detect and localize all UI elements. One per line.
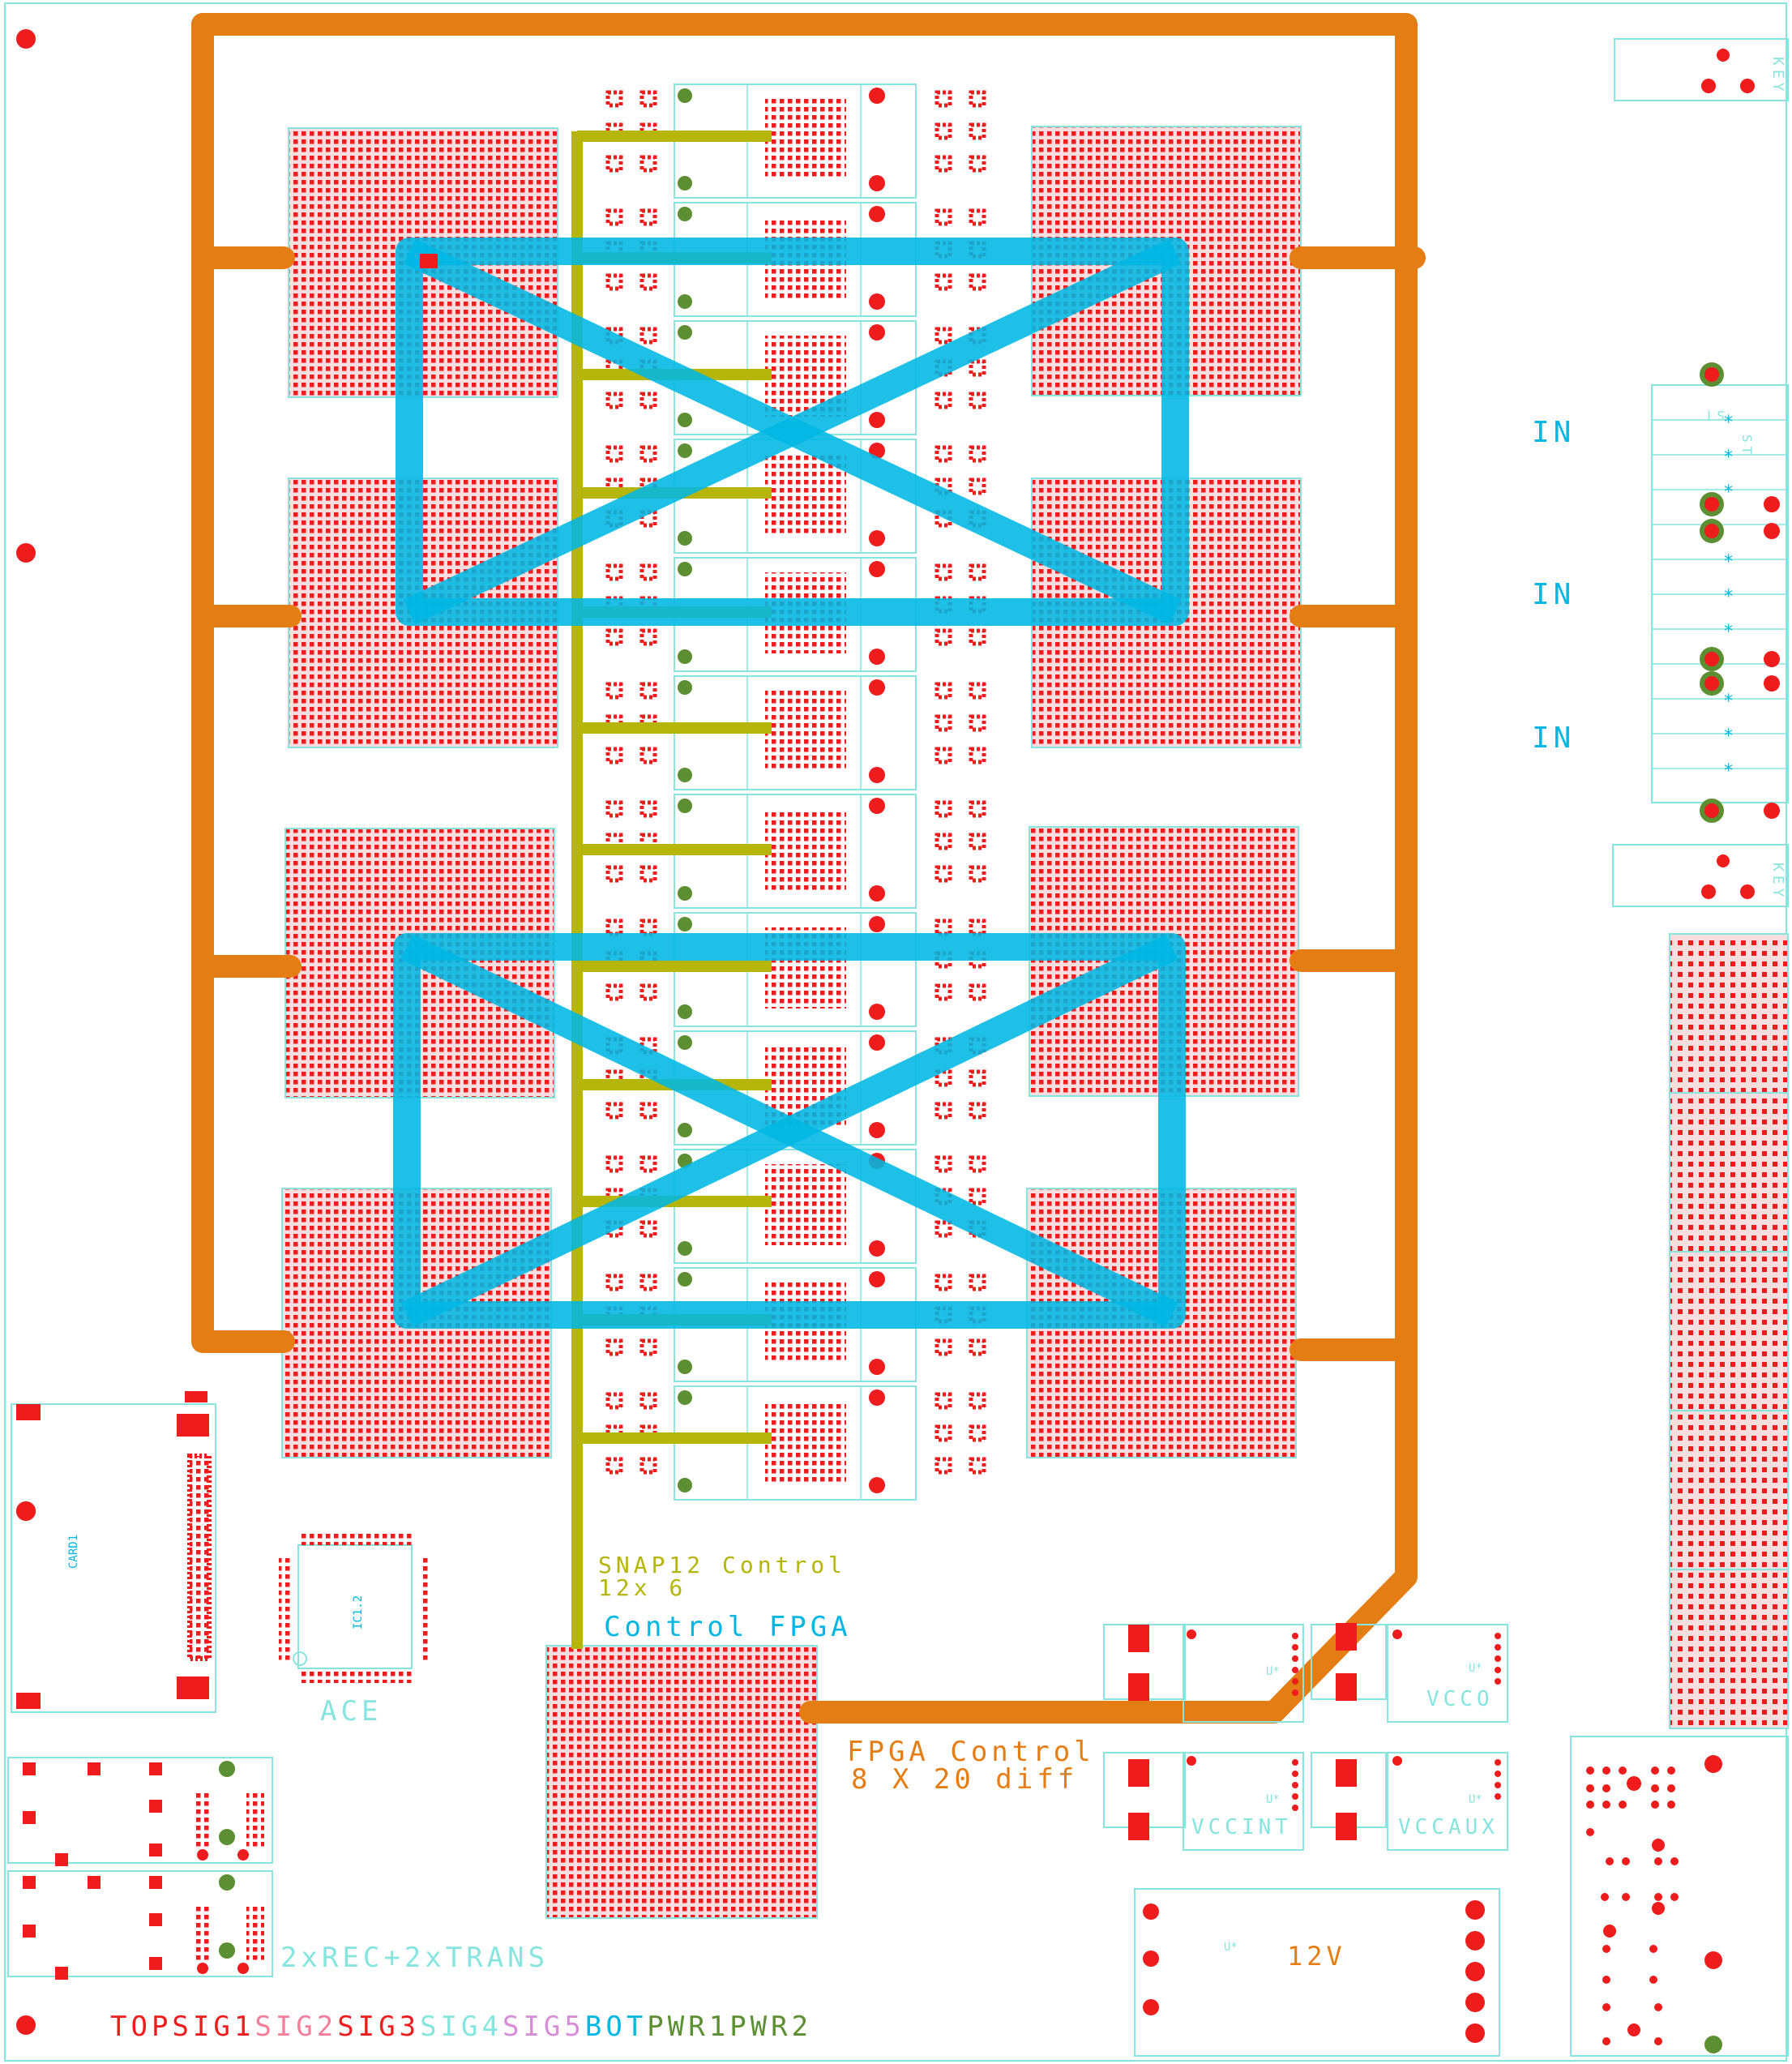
svg-text:*: * xyxy=(1723,552,1734,572)
svg-text:*: * xyxy=(1723,622,1734,642)
jtag-header-area xyxy=(1570,1736,1789,2057)
regulator-vcco-1: U* xyxy=(1103,1624,1304,1723)
svg-text:U*: U* xyxy=(1469,1662,1482,1675)
svg-text:CARD1: CARD1 xyxy=(67,1535,80,1569)
st-label-1: ST xyxy=(1701,408,1725,423)
layer-sig4: SIG4 xyxy=(420,2010,503,2043)
regulator-vccint: U* VCCINT xyxy=(1103,1752,1304,1851)
in-label-3: IN xyxy=(1532,722,1575,755)
regulator-vcco-2: U* VCCO xyxy=(1311,1623,1508,1723)
layer-sig1: SIG1 xyxy=(172,2010,254,2043)
fpga-bga-fields xyxy=(281,126,1302,1458)
snap12-module-column xyxy=(605,84,986,1501)
rec-trans-modules xyxy=(7,1757,273,1980)
vcco-label: VCCO xyxy=(1426,1687,1494,1711)
in-label-1: IN xyxy=(1532,416,1575,449)
layer-sig5: SIG5 xyxy=(503,2010,585,2043)
layer-pwr1: PWR1 xyxy=(647,2010,729,2043)
regulator-12v: U* 12V xyxy=(1134,1888,1500,2057)
snap12-control-label: SNAP12 Control xyxy=(598,1552,846,1578)
voltage-regulators: U* U* VCCO U* VCCINT xyxy=(1103,1623,1508,2057)
ace-ic: IC1.2 xyxy=(279,1534,431,1683)
fpga-control-sub: 8 X 20 diff xyxy=(851,1763,1078,1796)
backplane-connector xyxy=(1669,933,1789,1729)
svg-text:*: * xyxy=(1723,692,1734,712)
svg-text:U*: U* xyxy=(1469,1793,1482,1806)
control-fpga-bga xyxy=(545,1645,818,1919)
vccaux-label: VCCAUX xyxy=(1398,1815,1499,1839)
key-connector-mid: KEY xyxy=(1612,844,1789,907)
ace-label: ACE xyxy=(320,1695,382,1728)
layer-bot: BOT xyxy=(585,2010,647,2043)
fpga-control-label: FPGA Control xyxy=(847,1736,1095,1768)
svg-text:*: * xyxy=(1723,482,1734,503)
svg-text:*: * xyxy=(1723,761,1734,781)
mounting-holes xyxy=(16,29,36,2035)
st-label-2: ST xyxy=(1739,435,1755,458)
card-connector: CARD1 xyxy=(11,1391,216,1713)
snap12-control-sub: 12x 6 xyxy=(598,1574,686,1601)
control-fpga-label: Control FPGA xyxy=(604,1611,852,1643)
crossover-signal-trace xyxy=(393,238,1189,1329)
key-connector-top: KEY xyxy=(1614,38,1789,101)
vccint-label: VCCINT xyxy=(1191,1815,1292,1839)
12v-label: 12V xyxy=(1287,1941,1346,1972)
svg-text:*: * xyxy=(1723,726,1734,747)
power-distribution-trace xyxy=(191,13,1426,1724)
svg-text:*: * xyxy=(1723,587,1734,607)
svg-text:U*: U* xyxy=(1224,1941,1238,1954)
rec-trans-label: 2xREC+2xTRANS xyxy=(280,1942,549,1974)
svg-text:IC1.2: IC1.2 xyxy=(352,1595,365,1629)
svg-text:KEY: KEY xyxy=(1769,57,1786,96)
svg-text:U*: U* xyxy=(1266,1793,1280,1806)
layer-legend: TOPSIG1SIG2SIG3SIG4SIG5BOTPWR1PWR2 xyxy=(110,2010,812,2043)
layer-sig3: SIG3 xyxy=(337,2010,420,2043)
svg-text:U*: U* xyxy=(1266,1665,1280,1678)
svg-text:*: * xyxy=(1723,447,1734,468)
regulator-vccaux: U* VCCAUX xyxy=(1311,1752,1508,1851)
svg-text:*: * xyxy=(1723,413,1734,433)
layer-pwr2: PWR2 xyxy=(729,2010,812,2043)
in-label-2: IN xyxy=(1532,578,1575,611)
svg-text:KEY: KEY xyxy=(1769,863,1786,901)
snap12-module xyxy=(605,794,986,909)
in-connector-stack: * * * * * * * * * xyxy=(1651,362,1789,823)
layer-top: TOP xyxy=(110,2010,172,2043)
layer-sig2: SIG2 xyxy=(254,2010,337,2043)
